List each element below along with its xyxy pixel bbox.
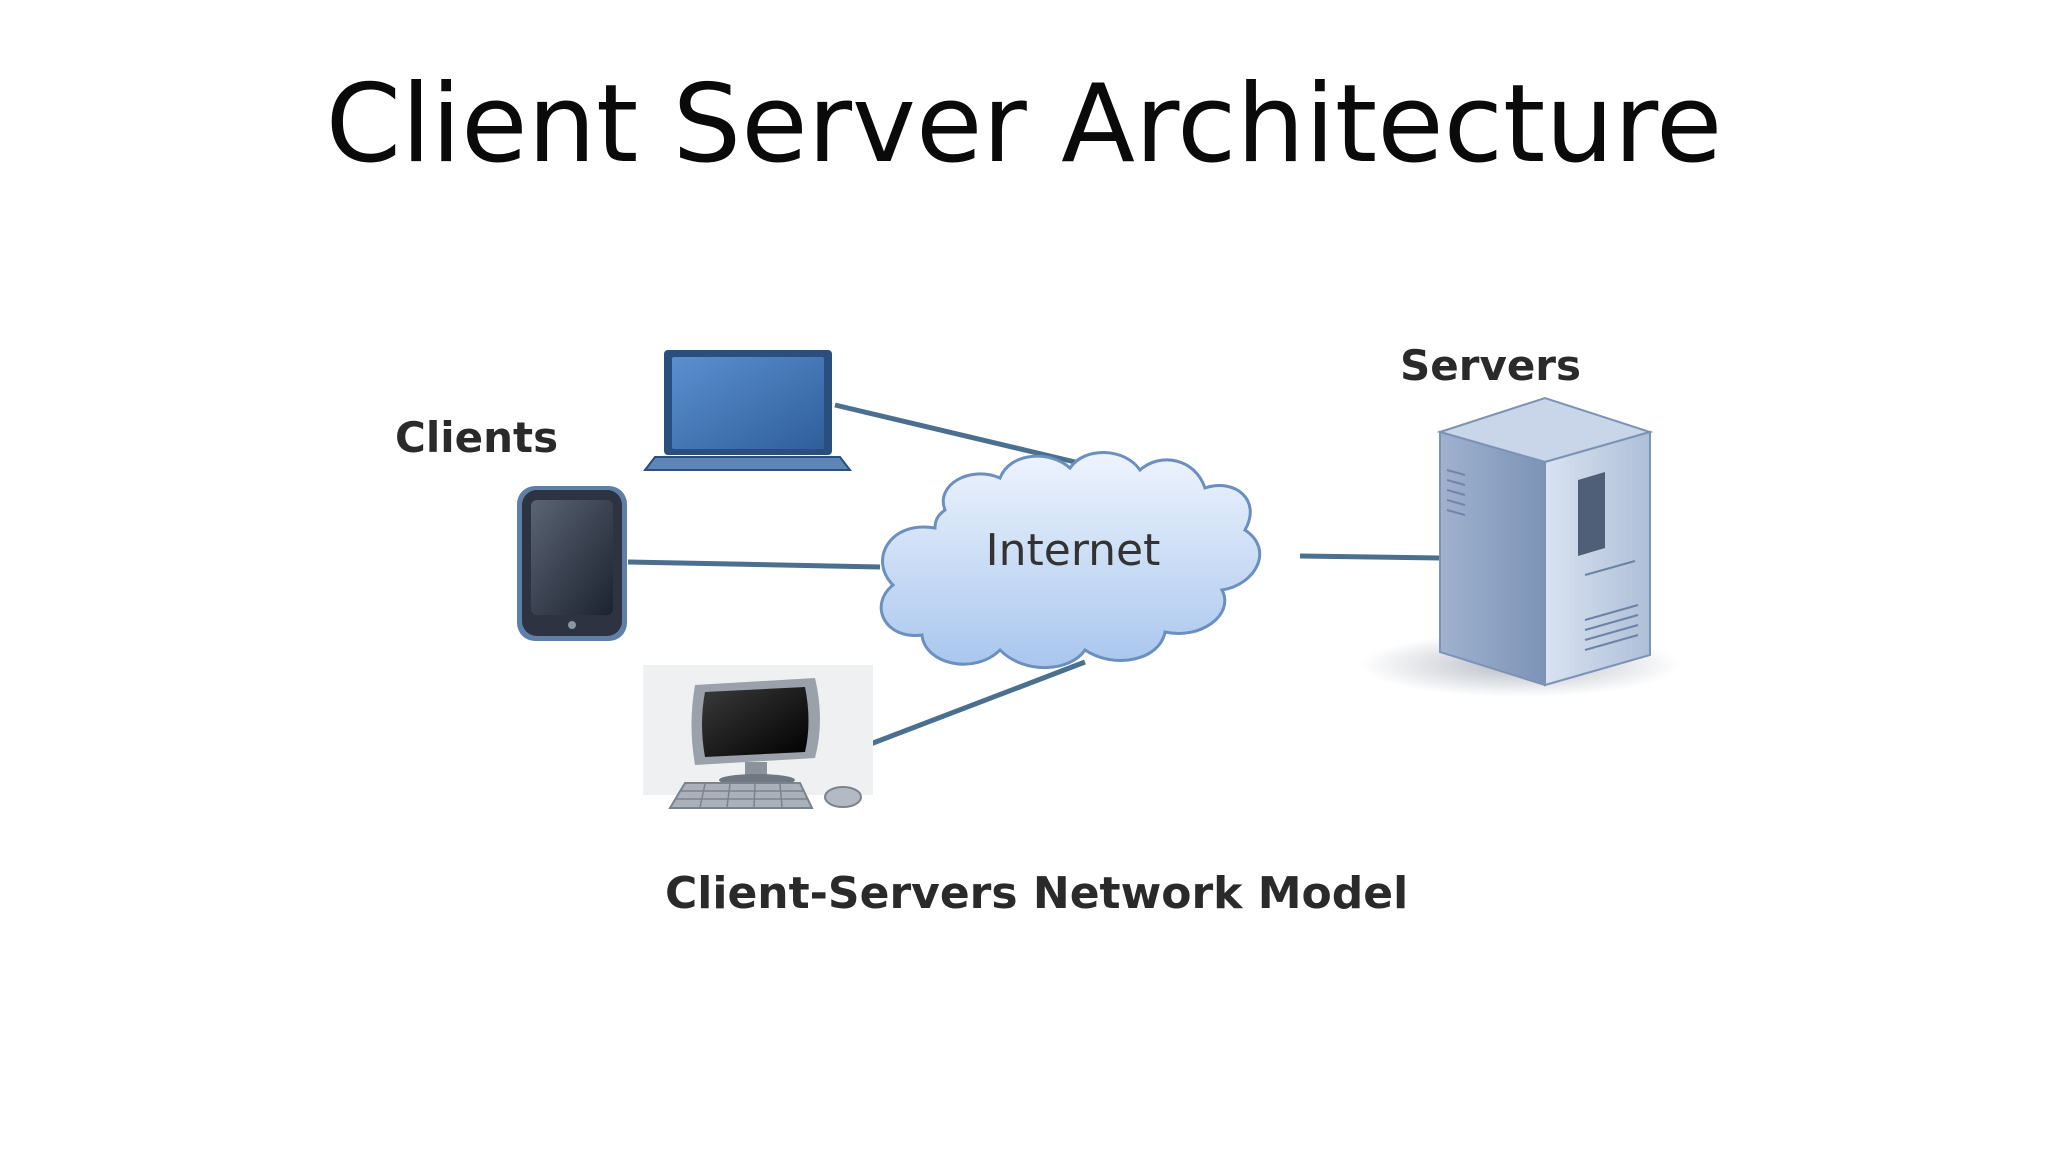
laptop-link [834, 402, 1076, 465]
internet-label: Internet [986, 525, 1161, 576]
smartphone-icon [517, 486, 627, 641]
desktop-computer-icon [643, 665, 873, 809]
server-link [1299, 553, 1441, 561]
servers-label: Servers [1400, 341, 1581, 390]
network-links [627, 402, 1441, 748]
slide-title: Client Server Architecture [325, 62, 1723, 187]
cloud-icon [879, 451, 1262, 670]
server-tower-icon [1360, 396, 1680, 697]
desktop-link [867, 659, 1086, 748]
clients-label: Clients [395, 413, 558, 462]
laptop-icon [642, 350, 853, 471]
diagram-caption: Client-Servers Network Model [665, 868, 1408, 919]
phone-link [627, 559, 881, 570]
